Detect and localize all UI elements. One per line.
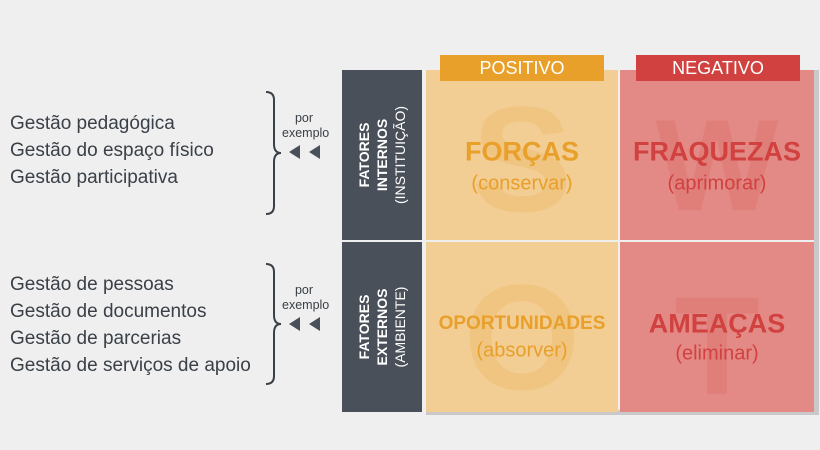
arrow-left-icon xyxy=(289,317,300,331)
watermark-letter-o: O xyxy=(463,253,581,412)
strengths-title: FORÇAS xyxy=(465,136,579,167)
internal-examples-list: Gestão pedagógica Gestão do espaço físic… xyxy=(10,110,214,191)
threats-title: AMEAÇAS xyxy=(648,308,786,339)
right-brace-icon xyxy=(265,263,282,385)
list-item: Gestão de parcerias xyxy=(10,328,182,349)
threats-cell: T AMEAÇAS (eliminar) xyxy=(620,242,814,412)
arrow-left-icon xyxy=(309,145,320,159)
external-factors-panel: FATORES EXTERNOS (AMBIENTE) xyxy=(342,242,422,412)
opportunities-title: OPORTUNIDADES xyxy=(438,312,606,334)
weaknesses-title: FRAQUEZAS xyxy=(633,136,801,167)
threats-subtitle: (eliminar) xyxy=(675,342,759,365)
strengths-subtitle: (conservar) xyxy=(471,172,573,195)
opportunities-cell: O OPORTUNIDADES (absorver) xyxy=(426,242,618,412)
external-examples-list: Gestão de pessoas Gestão de documentos G… xyxy=(10,271,251,379)
right-brace-icon xyxy=(265,91,282,215)
watermark-letter-t: T xyxy=(674,267,760,413)
watermark-letter-s: S xyxy=(471,75,573,240)
internal-factors-panel: FATORES INTERNOS (INSTITUIÇÃO) xyxy=(342,70,422,240)
list-item: Gestão pedagógica xyxy=(10,113,175,134)
opportunities-subtitle: (absorver) xyxy=(476,339,568,362)
strengths-cell: S FORÇAS (conservar) xyxy=(426,70,618,240)
list-item: Gestão de serviços de apoio xyxy=(10,355,251,376)
list-item: Gestão do espaço físico xyxy=(10,140,214,161)
negative-header: NEGATIVO xyxy=(636,55,800,81)
positive-header: POSITIVO xyxy=(440,55,604,81)
por-exemplo-label: por exemplo xyxy=(282,283,330,312)
weaknesses-cell: W FRAQUEZAS (aprimorar) xyxy=(620,70,814,240)
arrow-left-icon xyxy=(289,145,300,159)
list-item: Gestão de documentos xyxy=(10,301,207,322)
por-exemplo-label: por exemplo xyxy=(282,111,330,140)
matrix-shadow xyxy=(426,410,814,415)
matrix-shadow xyxy=(814,70,819,415)
weaknesses-subtitle: (aprimorar) xyxy=(667,172,767,195)
list-item: Gestão participativa xyxy=(10,167,178,188)
list-item: Gestão de pessoas xyxy=(10,274,174,295)
arrow-left-icon xyxy=(309,317,320,331)
watermark-letter-w: W xyxy=(655,92,779,238)
